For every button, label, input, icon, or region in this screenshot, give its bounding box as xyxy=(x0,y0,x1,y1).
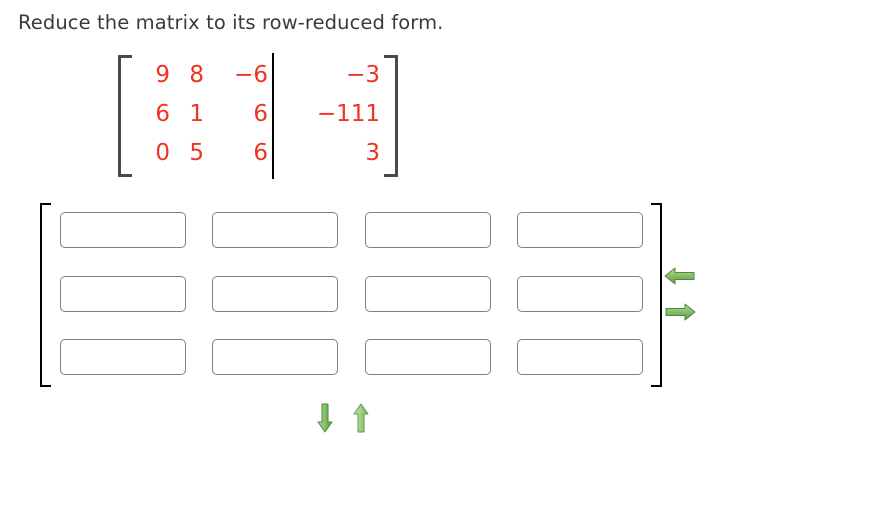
answer-input-r2c1[interactable] xyxy=(60,276,186,312)
matrix-cell: −6 xyxy=(234,62,268,88)
answer-input-r1c4[interactable] xyxy=(517,212,643,248)
answer-input-r2c3[interactable] xyxy=(365,276,491,312)
matrix-cell-augmented: 3 xyxy=(365,140,380,166)
arrow-up-icon xyxy=(353,403,369,433)
matrix-cell: 0 xyxy=(155,140,170,166)
arrow-right-icon xyxy=(665,303,696,321)
matrix-bracket-left xyxy=(118,55,132,177)
answer-input-r3c4[interactable] xyxy=(517,339,643,375)
answer-input-r3c3[interactable] xyxy=(365,339,491,375)
matrix-row: 9 8 −6 −3 xyxy=(132,56,384,95)
matrix-bracket-right xyxy=(384,55,398,177)
matrix-cell: 9 xyxy=(155,62,170,88)
matrix-cell: 6 xyxy=(253,101,268,127)
matrix-row: 0 5 6 3 xyxy=(132,134,384,173)
matrix-values: 9 8 −6 −3 6 1 6 −111 0 5 6 3 xyxy=(132,55,384,177)
matrix-cell: 5 xyxy=(189,140,204,166)
arrow-down-icon xyxy=(317,403,333,433)
answer-input-r1c3[interactable] xyxy=(365,212,491,248)
matrix-cell: 6 xyxy=(253,140,268,166)
matrix-cell: 1 xyxy=(189,101,204,127)
matrix-cell-augmented: −3 xyxy=(346,62,380,88)
answer-input-r3c1[interactable] xyxy=(60,339,186,375)
row-reduced-answer-matrix xyxy=(40,203,664,387)
answer-input-r1c1[interactable] xyxy=(60,212,186,248)
answer-bracket-left xyxy=(40,203,51,387)
answer-row xyxy=(40,339,664,375)
matrix-augment-divider xyxy=(272,53,274,179)
matrix-cell-augmented: −111 xyxy=(316,101,380,127)
arrow-up-button[interactable] xyxy=(350,402,372,434)
answer-input-r1c2[interactable] xyxy=(212,212,338,248)
answer-row xyxy=(40,276,664,312)
answer-row xyxy=(40,212,664,248)
answer-input-r2c2[interactable] xyxy=(212,276,338,312)
arrow-left-button[interactable] xyxy=(663,265,697,287)
matrix-row: 6 1 6 −111 xyxy=(132,95,384,134)
question-prompt: Reduce the matrix to its row-reduced for… xyxy=(18,11,444,34)
answer-input-r3c2[interactable] xyxy=(212,339,338,375)
answer-bracket-right xyxy=(651,203,662,387)
augmented-matrix: 9 8 −6 −3 6 1 6 −111 0 5 6 3 xyxy=(118,53,398,179)
arrow-down-button[interactable] xyxy=(314,402,336,434)
arrow-left-icon xyxy=(664,267,695,285)
answer-input-r2c4[interactable] xyxy=(517,276,643,312)
arrow-right-button[interactable] xyxy=(663,301,697,323)
matrix-cell: 8 xyxy=(189,62,204,88)
matrix-cell: 6 xyxy=(155,101,170,127)
